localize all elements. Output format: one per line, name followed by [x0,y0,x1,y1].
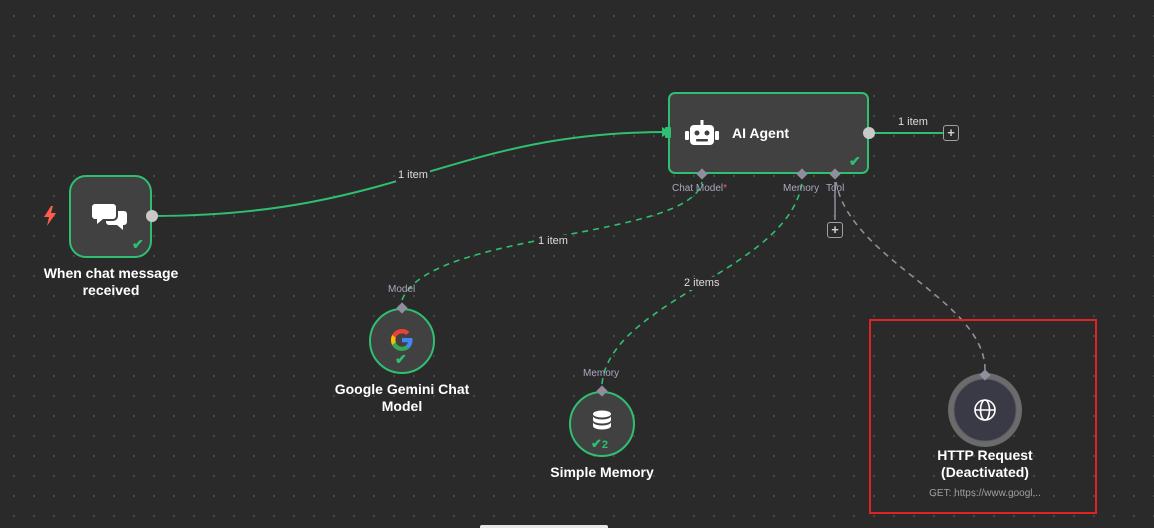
agent-add-next-node-button[interactable]: + [943,125,959,141]
agent-node-title: AI Agent [732,125,790,141]
edge-gemini-to-agent[interactable] [401,181,703,301]
trigger-success-check-icon: ✔ [132,236,144,252]
agent-add-tool-button[interactable]: + [827,222,843,238]
gemini-model-port-label: Model [388,284,416,295]
globe-icon [973,398,997,427]
agent-memory-port-label: Memory [783,183,820,194]
agent-tool-port-label: Tool [826,183,845,194]
agent-output-handle[interactable] [863,127,875,139]
edge-http-to-agent[interactable] [835,181,986,371]
http-node-subtitle: GET: https://www.googl... [929,488,1041,499]
edge-label-memory-to-agent: 2 items [682,277,722,290]
agent-success-check-icon: ✔ [849,153,861,169]
google-g-icon [390,328,414,357]
trigger-output-handle[interactable] [146,210,158,222]
chat-bubbles-icon [92,201,130,236]
robot-icon [685,120,719,153]
database-icon [592,410,612,439]
selection-highlight [869,319,1097,514]
memory-node-title: Simple Memory [550,464,654,480]
edge-label-agent-output: 1 item [896,116,930,129]
memory-run-count: 2 [601,439,609,451]
trigger-node-title: When chat message received [43,265,179,298]
agent-chat-model-port-label: Chat Model* [672,183,728,194]
memory-port-label: Memory [583,368,620,379]
gemini-success-check-icon: ✔ [395,351,407,367]
agent-input-handle[interactable] [665,127,671,138]
gemini-node-title: Google Gemini Chat Model [334,381,470,414]
http-node-title: HTTP Request (Deactivated) [937,447,1033,480]
lightning-icon [43,206,57,231]
memory-success-check-icon: ✔2 [591,436,609,451]
bottom-panel-handle[interactable] [480,525,608,528]
edge-label-trigger-to-agent: 1 item [396,169,430,182]
edge-label-gemini-to-agent: 1 item [536,235,570,248]
